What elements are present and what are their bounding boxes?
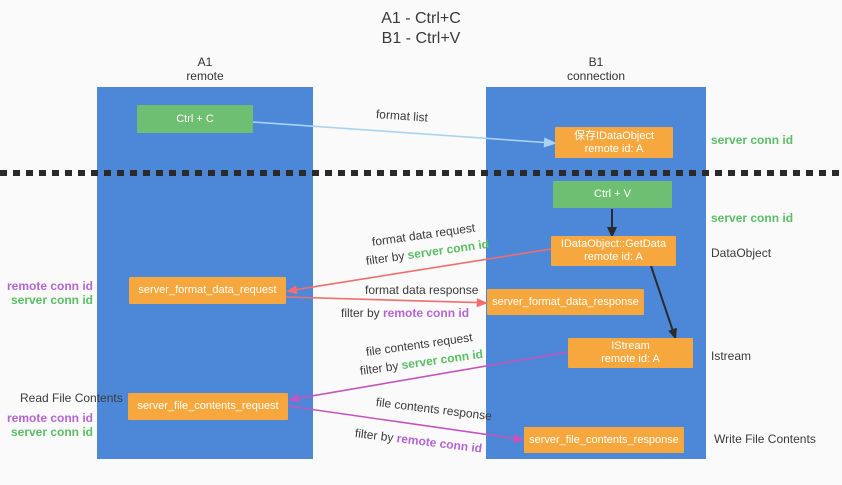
node-save-idataobject: 保存IDataObject remote id: A [555,127,673,158]
node-save-idataobject-line1: 保存IDataObject [573,129,655,142]
node-server-file-contents-response-label: server_file_contents_response [529,433,679,446]
server-conn-id-label-format: server conn id [10,293,93,307]
node-server-format-data-response: server_format_data_response [487,289,644,315]
format-list-label: format list [375,107,429,125]
server-conn-id-label-file: server conn id [10,425,93,439]
file-contents-response-label: file contents response [375,395,493,424]
node-ctrl-v: Ctrl + V [553,181,672,208]
column-b1-subtitle: connection [566,69,626,83]
server-conn-id-label-mid: server conn id [711,211,794,225]
column-b1-name: B1 [588,55,604,69]
node-istream: IStream remote id: A [568,338,693,368]
node-server-format-data-request: server_format_data_request [129,277,286,304]
format-data-response-label: format data response [365,283,479,297]
filter-by-text: filter by [341,306,384,320]
title-line-1: A1 - Ctrl+C [381,10,461,27]
node-server-file-contents-request-label: server_file_contents_request [137,400,279,412]
title-line-2: B1 - Ctrl+V [381,30,461,47]
filter-by-text: filter by [359,358,403,378]
diagram-title: A1 - Ctrl+C B1 - Ctrl+V [0,9,842,49]
node-server-format-data-request-label: server_format_data_request [138,284,277,296]
remote-conn-id-key: remote conn id [383,306,470,320]
remote-conn-id-key: remote conn id [395,431,483,456]
dataobject-label: DataObject [711,246,772,260]
node-ctrl-c-label: Ctrl + C [176,112,214,125]
filter-by-text: filter by [354,426,398,446]
node-istream-line2: remote id: A [601,353,660,365]
node-server-file-contents-request: server_file_contents_request [128,393,288,420]
column-a1-subtitle: remote [186,69,224,83]
format-data-response-filter: filter by remote conn id [341,306,469,320]
node-istream-line1: IStream [611,340,650,352]
node-idataobject-getdata-line1: IDataObject::GetData [560,238,667,250]
node-idataobject-getdata-line2: remote id: A [584,251,643,263]
remote-conn-id-label-format: remote conn id [6,279,93,293]
node-server-format-data-response-label: server_format_data_response [492,295,639,308]
column-b1-header: B1 connection [486,55,706,83]
node-save-idataobject-line2: remote id: A [584,142,644,155]
read-file-contents-label: Read File Contents [20,391,123,405]
column-a1-header: A1 remote [97,55,313,83]
server-conn-id-label-top: server conn id [711,133,794,147]
remote-conn-id-label-file: remote conn id [6,411,93,425]
dashed-separator [0,170,842,176]
node-idataobject-getdata: IDataObject::GetData remote id: A [551,236,676,266]
node-ctrl-v-label: Ctrl + V [594,188,631,200]
node-ctrl-c: Ctrl + C [137,105,253,133]
write-file-contents-label: Write File Contents [714,432,816,446]
column-a1-name: A1 [197,55,213,69]
istream-label: Istream [711,349,752,363]
node-server-file-contents-response: server_file_contents_response [524,427,684,453]
file-contents-response-filter: filter by remote conn id [354,426,483,455]
filter-by-text: filter by [365,248,409,268]
